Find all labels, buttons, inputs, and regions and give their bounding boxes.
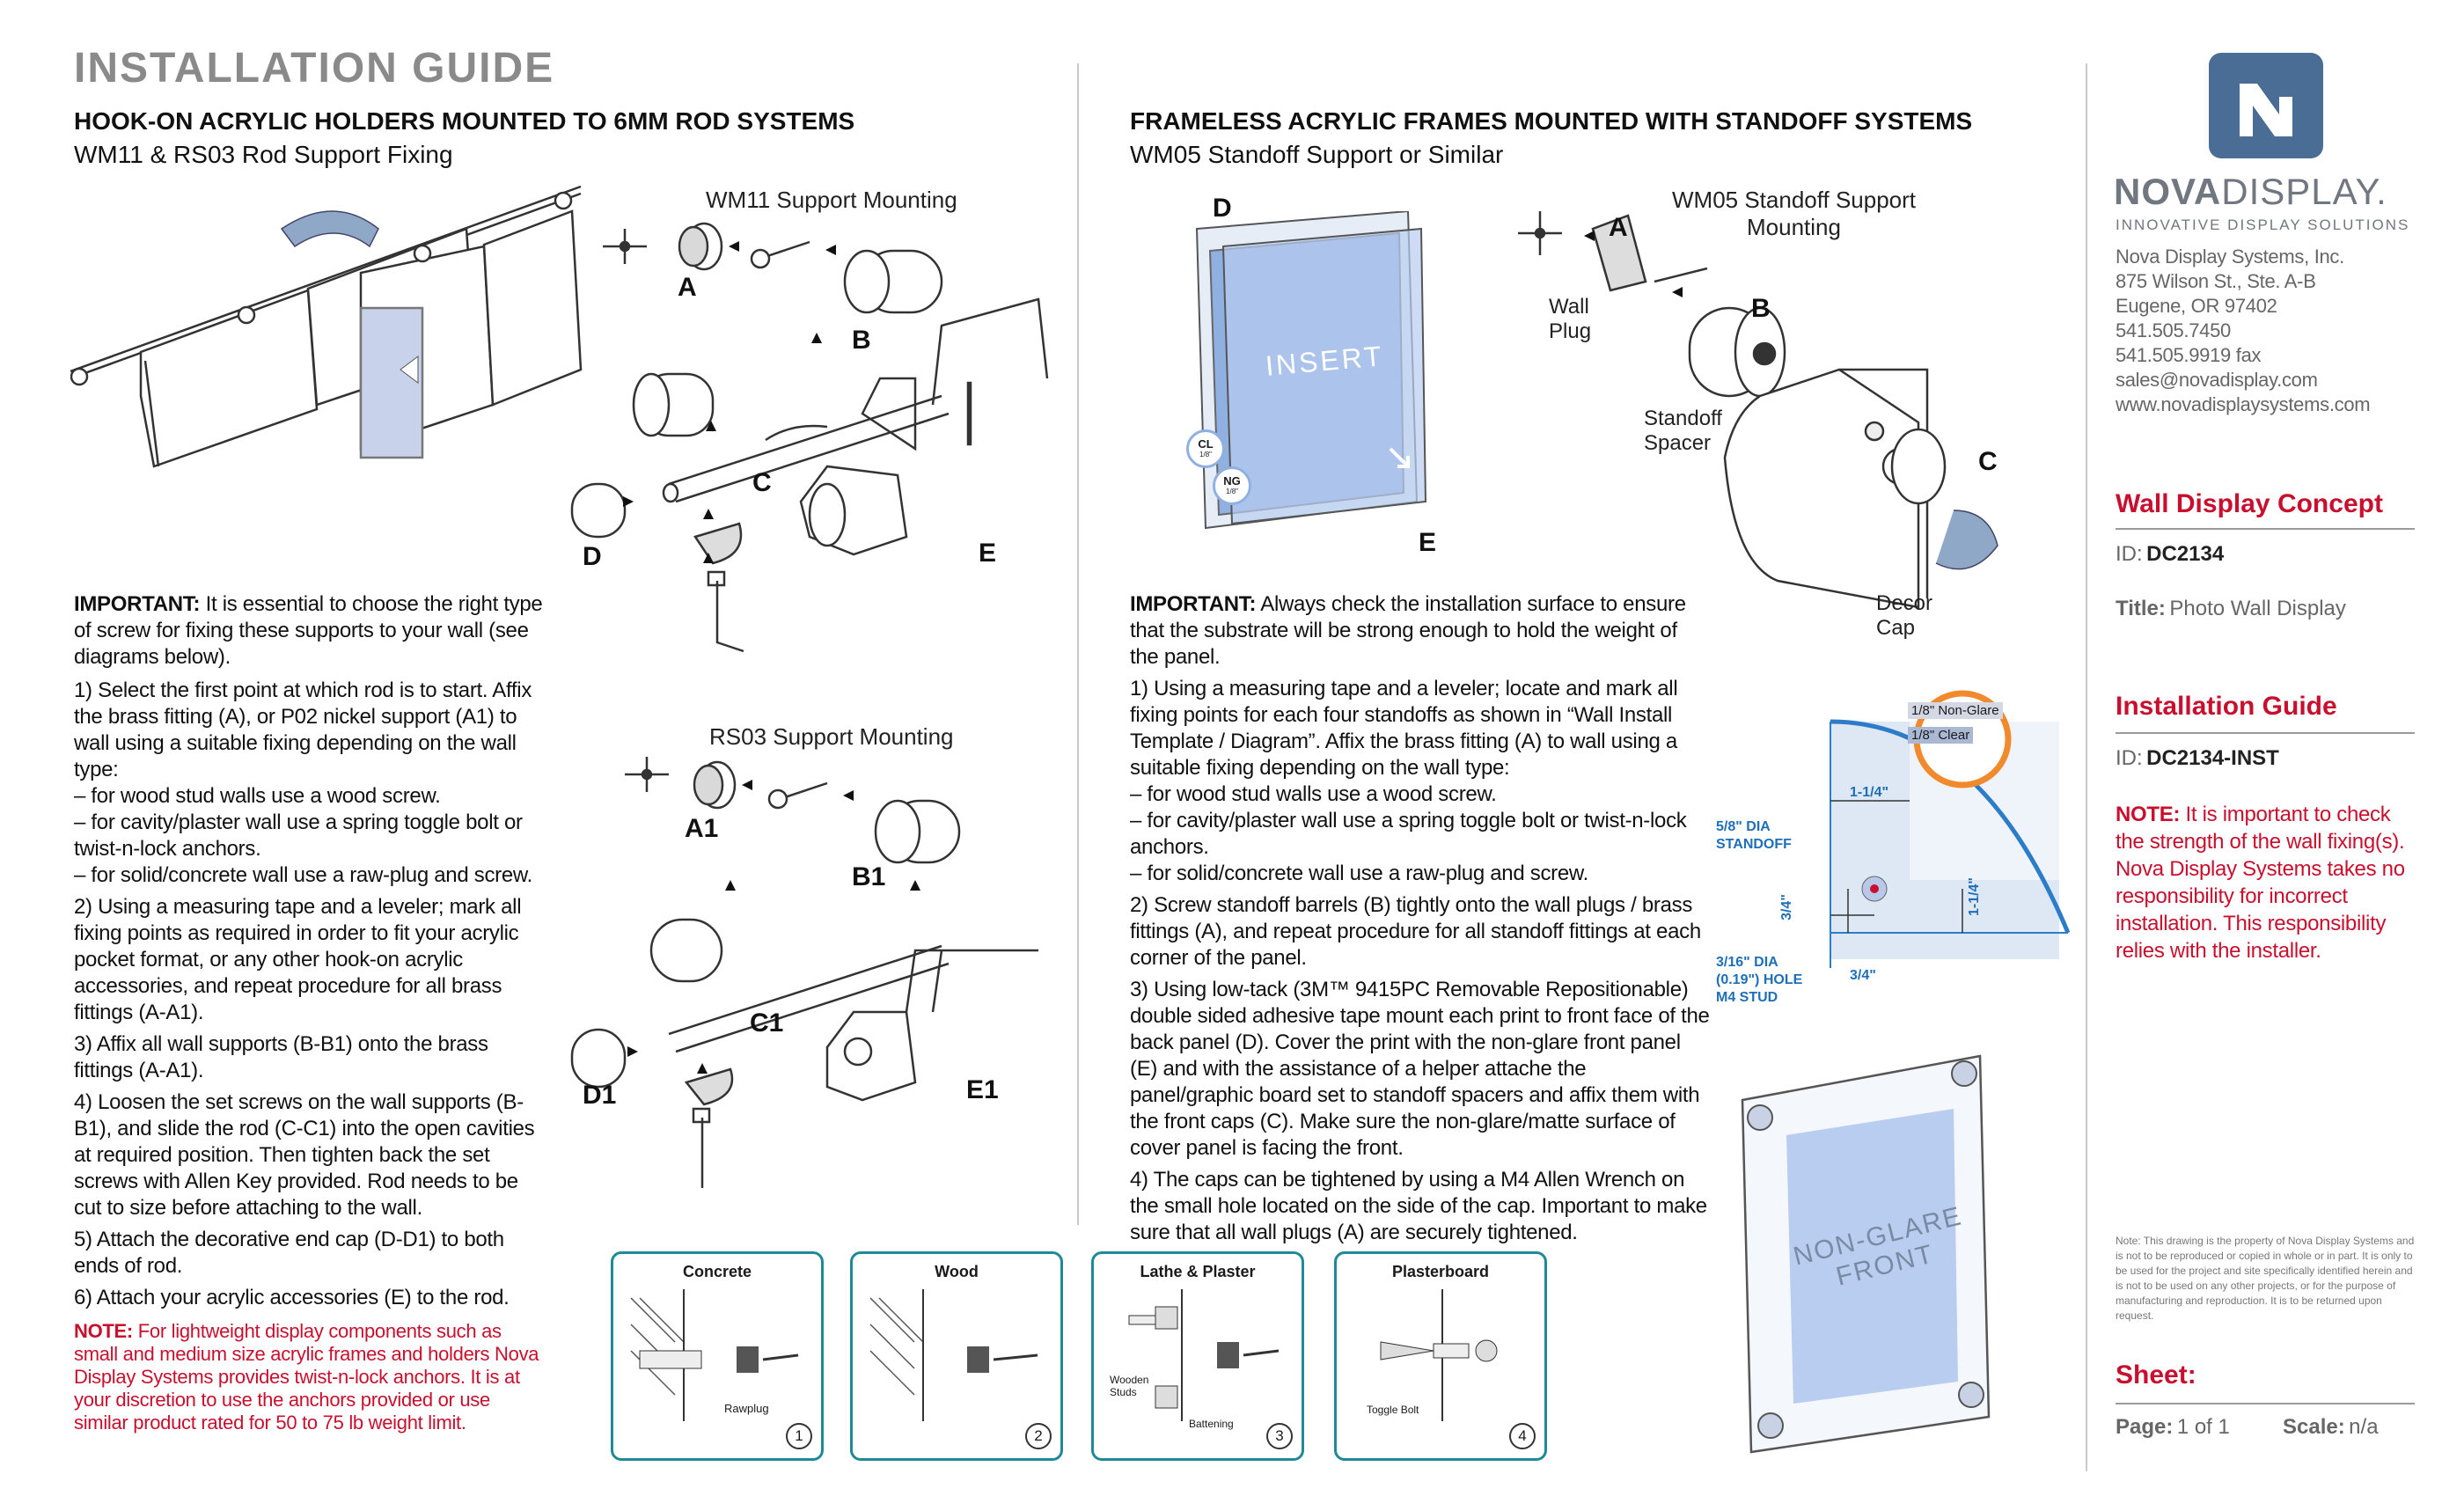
wm11-letter-d: D [583, 542, 602, 571]
wm11-letter-c: C [752, 468, 772, 497]
standoff-dimension-diagram [1830, 690, 2071, 968]
right-step: 1) Using a measuring tape and a leveler;… [1130, 677, 1678, 780]
right-heading: FRAMELESS ACRYLIC FRAMES MOUNTED WITH ST… [1130, 107, 1973, 135]
tb-rule [2116, 1403, 2415, 1404]
lathe-plaster-icon [1128, 1289, 1280, 1421]
sheet-label: Sheet: [2116, 1360, 2196, 1390]
wm11-letter-b: B [852, 326, 871, 355]
brand-tagline: INNOVATIVE DISPLAY SOLUTIONS [2116, 216, 2410, 233]
page-title: INSTALLATION GUIDE [74, 45, 555, 92]
concrete-icon [630, 1289, 799, 1421]
rod-holder-illustration [70, 185, 583, 468]
tb-rule [2116, 732, 2415, 734]
left-heading: HOOK-ON ACRYLIC HOLDERS MOUNTED TO 6MM R… [74, 107, 855, 135]
standoff-diagram [1518, 211, 1998, 609]
right-step: 3) Using low-tack (3M™ 9415PC Removable … [1130, 978, 1710, 1160]
wall-type-plasterboard: Plasterboard Toggle Bolt 4 [1334, 1251, 1547, 1461]
wall-type-wood: Wood 2 [850, 1251, 1063, 1461]
left-step: 5) Attach the decorative end cap (D-D1) … [74, 1228, 504, 1278]
right-step: 4) The caps can be tightened by using a … [1130, 1168, 1707, 1244]
guide-heading: Installation Guide [2116, 692, 2337, 721]
clear-badge: CL 1/8" [1186, 429, 1225, 468]
frame-letter-e: E [1419, 528, 1437, 557]
left-important: IMPORTANT: It is essential to choose the… [74, 592, 543, 669]
right-step: – for cavity/plaster wall use a spring t… [1130, 809, 1687, 859]
right-important: IMPORTANT: Always check the installation… [1130, 592, 1686, 669]
rs03-diagram [570, 757, 1038, 1188]
frame-letter-d: D [1213, 194, 1232, 223]
wall-type-concrete: Concrete Rawplug 1 [611, 1251, 824, 1461]
rs03-letter-d1: D1 [583, 1081, 617, 1110]
acrylic-frame-illustration [1195, 211, 1427, 530]
left-step: 6) Attach your acrylic accessories (E) t… [74, 1286, 510, 1309]
dim-top: 1-1/4" [1850, 785, 1889, 800]
dim-right: 1-1/4" [1967, 876, 1983, 917]
rs03-fig-label: RS03 Support Mounting [709, 723, 954, 750]
plasterboard-icon [1380, 1289, 1498, 1421]
tb-rule [2116, 528, 2415, 530]
column-divider [1077, 63, 1079, 1225]
standoff-dia-label: 5/8" DIA STANDOFF [1716, 819, 1792, 852]
right-step: – for solid/concrete wall use a raw-plug… [1130, 862, 1588, 885]
standoff-letter-b: B [1751, 294, 1771, 323]
scale-row: Scale: n/a [2283, 1415, 2379, 1439]
mounted-panel-illustration [1741, 1054, 1991, 1454]
left-step: – for cavity/plaster wall use a spring t… [74, 810, 523, 861]
page-row: Page: 1 of 1 [2116, 1415, 2230, 1439]
rs03-letter-c1: C1 [750, 1008, 784, 1038]
concept-title-row: Title: Photo Wall Display [2116, 597, 2346, 620]
right-step: – for wood stud walls use a wood screw. [1130, 782, 1497, 806]
tb-note: NOTE: It is important to check the stren… [2116, 803, 2405, 963]
wood-icon [869, 1289, 1038, 1421]
left-subheading: WM11 & RS03 Rod Support Fixing [74, 141, 453, 168]
rs03-letter-a1: A1 [685, 814, 719, 843]
brand-wordmark: NOVADISPLAY. [2114, 171, 2387, 212]
left-step: 3) Affix all wall supports (B-B1) onto t… [74, 1032, 488, 1082]
title-block-divider [2086, 63, 2087, 1471]
wm11-letter-a: A [678, 273, 697, 302]
concept-heading: Wall Display Concept [2116, 489, 2383, 518]
standoff-spacer-label: Standoff Spacer [1644, 407, 1722, 455]
dim-left: 3/4" [1778, 894, 1794, 920]
dim-bottom: 3/4" [1850, 968, 1876, 983]
wm05-fig-label: WM05 Standoff Support Mounting [1672, 187, 1917, 240]
clear-dim-label: 1/8" Clear [1908, 727, 1974, 744]
left-instructions: IMPORTANT: It is essential to choose the… [74, 591, 549, 1311]
standoff-letter-a: A [1609, 213, 1628, 242]
wm11-diagram [570, 222, 1049, 653]
wm11-fig-label: WM11 Support Mounting [706, 187, 957, 213]
right-instructions: IMPORTANT: Always check the installation… [1130, 591, 1711, 1246]
rs03-letter-e1: E1 [966, 1075, 999, 1104]
rs03-letter-b1: B1 [852, 862, 886, 891]
non-glare-dim-label: 1/8" Non-Glare [1908, 702, 2003, 719]
non-glare-badge: NG 1/8" [1213, 466, 1251, 505]
logo-n-icon [2240, 84, 2292, 136]
left-step: – for wood stud walls use a wood screw. [74, 784, 441, 808]
nova-logo-mark [2209, 53, 2323, 158]
contact-block: Nova Display Systems, Inc. 875 Wilson St… [2116, 246, 2371, 415]
standoff-letter-c: C [1978, 447, 1998, 476]
left-note: NOTE: For lightweight display components… [74, 1320, 539, 1434]
concept-id-row: ID: DC2134 [2116, 542, 2225, 566]
hole-dia-label: 3/16" DIA (0.19") HOLE M4 STUD [1716, 955, 1803, 1005]
guide-id-row: ID: DC2134-INST [2116, 746, 2279, 770]
right-subheading: WM05 Standoff Support or Similar [1130, 141, 1504, 168]
right-step: 2) Screw standoff barrels (B) tightly on… [1130, 893, 1701, 970]
wm11-letter-e: E [979, 539, 997, 568]
left-step: – for solid/concrete wall use a raw-plug… [74, 863, 532, 887]
decor-cap-label: Decor Cap [1876, 591, 1933, 640]
legal-notice: Note: This drawing is the property of No… [2116, 1235, 2415, 1322]
wall-plug-label: Wall Plug [1549, 295, 1592, 343]
left-step: 2) Using a measuring tape and a leveler;… [74, 895, 522, 1024]
left-step: 1) Select the first point at which rod i… [74, 678, 532, 781]
left-step: 4) Loosen the set screws on the wall sup… [74, 1090, 535, 1220]
wall-type-lathe-plaster: Lathe & Plaster Wooden Studs Battening 3 [1091, 1251, 1304, 1461]
